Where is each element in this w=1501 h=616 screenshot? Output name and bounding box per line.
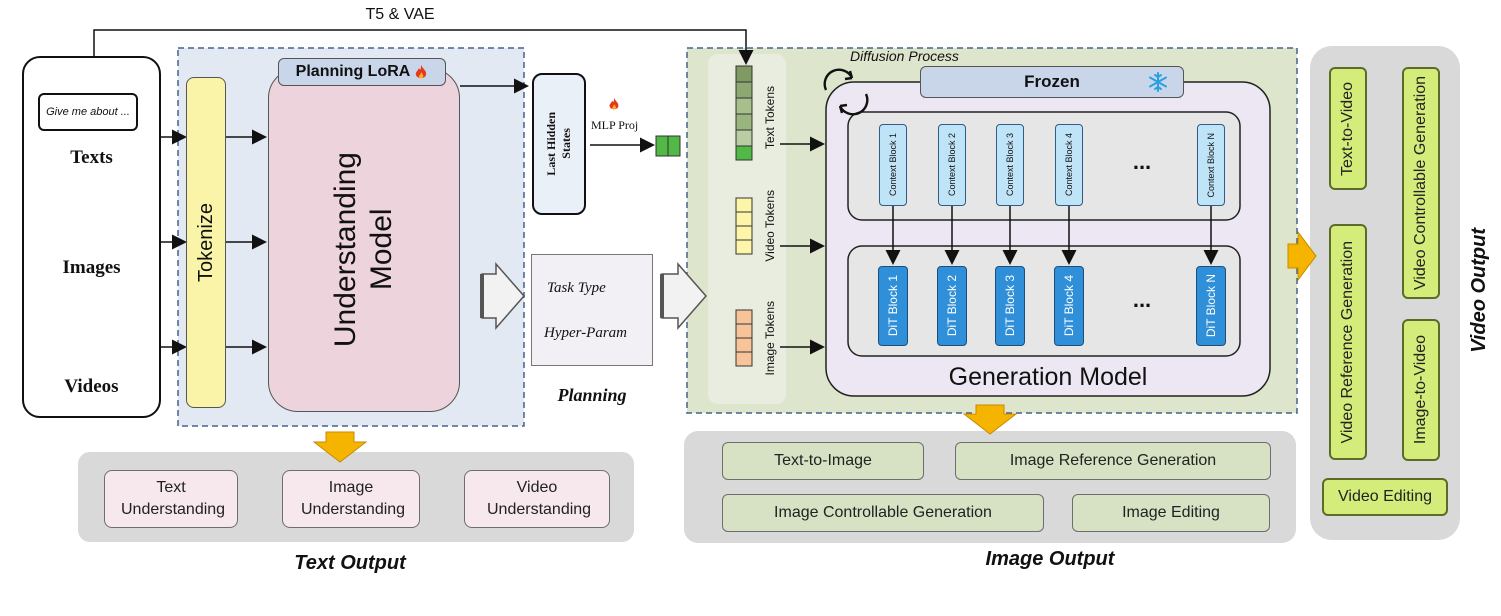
image-token-stack: [735, 309, 753, 367]
dit-block-2: DiT Block 2: [937, 266, 967, 346]
planning-lora-label: Planning LoRA: [295, 63, 411, 80]
frozen-label: Frozen: [1024, 72, 1080, 91]
text-to-image-item: Text-to-Image: [722, 442, 924, 480]
orange-arrow-video: [1287, 230, 1317, 282]
video-output-label: Video Output: [1467, 227, 1490, 353]
task-type-label: Task Type: [547, 280, 606, 296]
understanding-model-box: [268, 68, 460, 412]
t5-vae-label: T5 & VAE: [365, 6, 435, 23]
hollow-arrow-1: [481, 262, 525, 330]
mlp-proj-label: MLP Proj: [591, 118, 639, 132]
video-editing-item: Video Editing: [1322, 478, 1448, 516]
video-controllable-generation-item: Video Controllable Generation: [1402, 67, 1440, 299]
context-block-1: Context Block 1: [879, 124, 907, 206]
dit-block-n: DiT Block N: [1196, 266, 1226, 346]
dit-block-1: DiT Block 1: [878, 266, 908, 346]
fire-icon: [416, 65, 427, 79]
image-controllable-generation-item: Image Controllable Generation: [722, 494, 1044, 532]
generation-model-label: Generation Model: [948, 362, 1148, 391]
planning-label: Planning: [557, 384, 627, 405]
video-output-wrap: Video Output: [1462, 190, 1496, 390]
cycle-icon: [823, 68, 869, 116]
tokenize-box: Tokenize: [186, 77, 226, 408]
dit-block-4: DiT Block 4: [1054, 266, 1084, 346]
t5-vae-connector: [93, 29, 754, 65]
video-token-stack: [735, 197, 753, 255]
video-understanding-item: Video Understanding: [464, 470, 610, 528]
image-editing-item: Image Editing: [1072, 494, 1270, 532]
snowflake-icon: [1149, 72, 1167, 92]
text-tokens-label: Text Tokens: [763, 86, 777, 150]
tokenize-label: Tokenize: [194, 203, 217, 282]
frozen-box: Frozen: [920, 66, 1184, 98]
image-to-video-item: Image-to-Video: [1402, 319, 1440, 461]
image-output-label: Image Output: [985, 547, 1115, 570]
hollow-arrow-2: [661, 262, 707, 330]
image-understanding-item: Image Understanding: [282, 470, 420, 528]
orange-arrow-text: [312, 431, 368, 463]
image-reference-generation-item: Image Reference Generation: [955, 442, 1271, 480]
video-tokens-label: Video Tokens: [763, 190, 777, 262]
context-block-3: Context Block 3: [996, 124, 1024, 206]
image-tokens-wrap: Image Tokens: [758, 290, 782, 386]
videos-label: Videos: [64, 376, 119, 397]
last-hidden-line1: Last Hidden: [544, 112, 558, 176]
video-reference-generation-item: Video Reference Generation: [1329, 224, 1367, 460]
dit-ellipsis: ...: [1132, 287, 1152, 312]
text-token-stack: [735, 65, 753, 161]
texts-label: Texts: [70, 147, 113, 168]
planning-lora-box: Planning LoRA: [278, 58, 446, 86]
context-block-2: Context Block 2: [938, 124, 966, 206]
mlp-token: [655, 135, 681, 157]
understanding-model-line2: Model: [365, 209, 398, 291]
text-understanding-item: Text Understanding: [104, 470, 238, 528]
diffusion-process-label: Diffusion Process: [850, 48, 959, 64]
text-sample-box: Give me about ...: [38, 93, 138, 131]
last-hidden-states-box: Last Hidden States: [532, 73, 586, 215]
text-tokens-wrap: Text Tokens: [758, 70, 782, 166]
images-label: Images: [62, 257, 121, 278]
last-hidden-line2: States: [559, 128, 573, 160]
video-tokens-wrap: Video Tokens: [758, 178, 782, 274]
context-ellipsis: ...: [1132, 149, 1152, 174]
text-output-label: Text Output: [294, 551, 406, 574]
fire-icon: [609, 98, 619, 110]
hyper-param-label: Hyper-Param: [544, 325, 628, 341]
planning-box: [531, 254, 653, 366]
dit-block-3: DiT Block 3: [995, 266, 1025, 346]
text-to-video-item: Text-to-Video: [1329, 67, 1367, 190]
context-block-4: Context Block 4: [1055, 124, 1083, 206]
understanding-model-label: Understanding Model: [268, 88, 460, 412]
context-block-n: Context Block N: [1197, 124, 1225, 206]
text-sample: Give me about ...: [46, 106, 130, 118]
image-tokens-label: Image Tokens: [763, 300, 777, 376]
orange-arrow-image: [962, 404, 1018, 435]
understanding-model-line1: Understanding: [329, 152, 362, 348]
